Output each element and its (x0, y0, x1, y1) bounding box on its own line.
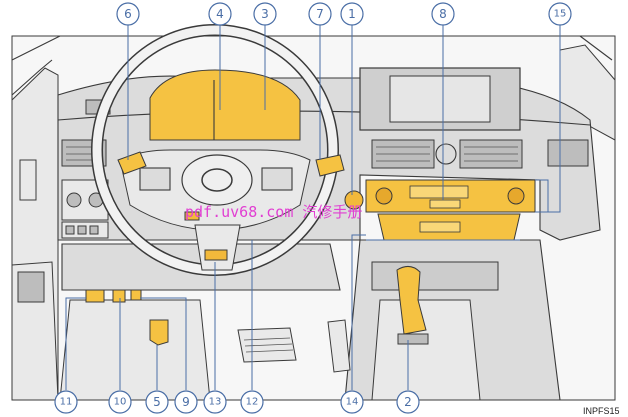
left-paddle (117, 151, 147, 175)
airbag-hub (181, 154, 253, 206)
start-button (344, 190, 364, 210)
svg-text:10: 10 (114, 397, 127, 408)
right-paddle (315, 154, 345, 177)
reference-code: INPFS15 (583, 406, 620, 416)
svg-text:8: 8 (439, 7, 447, 21)
door-switches (19, 159, 37, 201)
analog-clock (435, 143, 457, 165)
callout-7: 7 (308, 2, 332, 26)
svg-text:14: 14 (346, 397, 359, 408)
callout-14: 14 (340, 390, 364, 414)
watermark: pdf.uv68.com 汽修手册 (185, 203, 362, 221)
right-spoke-switches (261, 167, 293, 191)
callout-11: 11 (54, 390, 78, 414)
callout-5: 5 (145, 390, 169, 414)
callout-15: 15 (548, 2, 572, 26)
svg-text:6: 6 (124, 7, 132, 21)
callout-2: 2 (396, 390, 420, 414)
left-spoke-switches (139, 167, 171, 191)
right-vent (547, 139, 589, 167)
callout-13: 13 (203, 390, 227, 414)
leader-lines (65, 24, 561, 390)
hood-release-lever (85, 289, 105, 303)
callout-1: 1 (340, 2, 364, 26)
svg-text:1: 1 (348, 7, 356, 21)
callout-8: 8 (431, 2, 455, 26)
svg-text:7: 7 (316, 7, 324, 21)
svg-text:15: 15 (554, 9, 567, 20)
fuel-door-opener (112, 289, 126, 303)
svg-text:13: 13 (209, 397, 222, 408)
callout-3: 3 (253, 2, 277, 26)
brand-emblem (201, 168, 233, 192)
tilt-telescopic-lever (204, 249, 228, 261)
accelerator-pedal (327, 319, 351, 373)
svg-text:5: 5 (153, 395, 161, 409)
callout-10: 10 (108, 390, 132, 414)
center-control-panel (344, 179, 536, 241)
svg-text:9: 9 (182, 395, 190, 409)
parking-brake-pedal (149, 319, 169, 346)
callout-4: 4 (208, 2, 232, 26)
svg-text:4: 4 (216, 7, 224, 21)
shift-lever (396, 266, 427, 335)
svg-text:2: 2 (404, 395, 412, 409)
callout-9: 9 (174, 390, 198, 414)
callout-6: 6 (116, 2, 140, 26)
callout-12: 12 (240, 390, 264, 414)
svg-text:3: 3 (261, 7, 269, 21)
center-console (344, 239, 561, 401)
instrument-cluster (149, 69, 301, 141)
svg-text:11: 11 (60, 397, 73, 408)
trunk-opener (130, 289, 142, 301)
svg-text:12: 12 (246, 397, 259, 408)
